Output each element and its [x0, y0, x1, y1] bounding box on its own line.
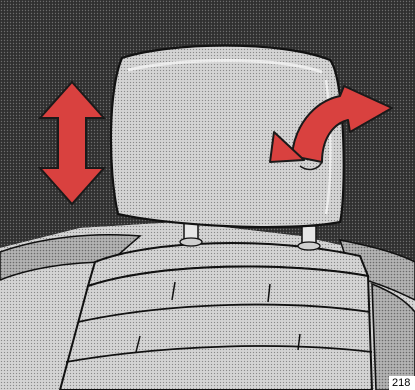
post-collar-right — [298, 242, 320, 250]
seatback-center-panel — [60, 267, 372, 390]
figure-number: 218 — [389, 376, 415, 390]
post-collar-left — [180, 238, 202, 246]
